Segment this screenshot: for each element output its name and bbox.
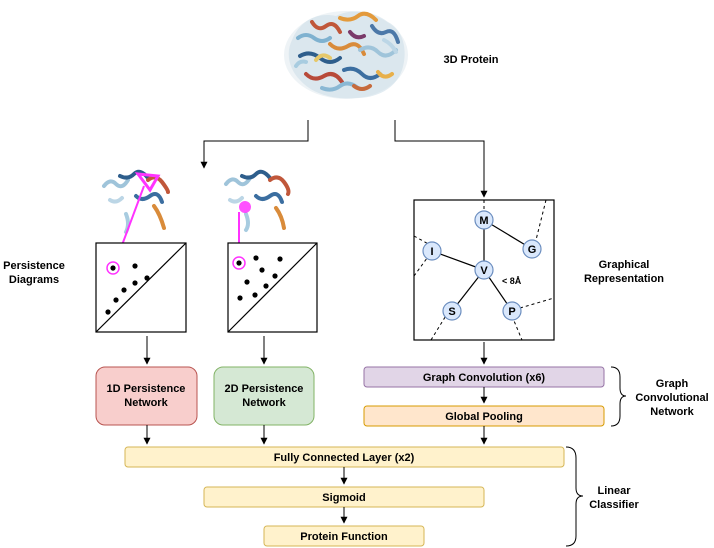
gcn-label-line3: Network	[650, 406, 694, 418]
graph-representation: M I G V S P < 8Å	[413, 199, 555, 341]
pers2d-label-line1: 2D Persistence	[225, 383, 304, 395]
svg-text:Global Pooling: Global Pooling	[445, 411, 523, 423]
svg-text:I: I	[430, 246, 433, 258]
graph-node-g: G	[522, 239, 542, 259]
pers1d-label-line1: 1D Persistence	[107, 383, 186, 395]
persistence-diagrams-label-line1: Persistence	[3, 260, 65, 272]
sigmoid-box: Sigmoid	[203, 486, 485, 508]
svg-text:Graph Convolution (x6): Graph Convolution (x6)	[423, 372, 546, 384]
protein-thumbnail-1d	[102, 169, 170, 234]
pers2d-label-line2: Network	[242, 397, 286, 409]
graphical-rep-label-line2: Representation	[584, 273, 664, 285]
graphical-rep-label-line1: Graphical	[599, 259, 650, 271]
persistence-diagrams-label-line2: Diagrams	[9, 274, 59, 286]
svg-text:V: V	[480, 265, 488, 277]
persistence-diagram-2d	[227, 242, 318, 333]
svg-text:P: P	[508, 306, 515, 318]
graph-node-m: M	[474, 210, 494, 230]
svg-text:Fully Connected Layer (x2): Fully Connected Layer (x2)	[274, 452, 415, 464]
global-pooling-box: Global Pooling	[363, 405, 605, 427]
svg-text:S: S	[448, 306, 455, 318]
svg-text:M: M	[479, 215, 488, 227]
protein-function-box: Protein Function	[263, 525, 425, 547]
linear-brace	[565, 446, 584, 547]
persistence-diagram-1d	[95, 242, 187, 333]
arrow-protein-to-graph	[394, 120, 488, 198]
protein-structure-image	[284, 11, 408, 99]
linear-label-line2: Classifier	[589, 499, 639, 511]
linear-label-line1: Linear	[597, 485, 631, 497]
pers1d-label-line2: Network	[124, 397, 168, 409]
pers1d-network-box: 1D Persistence Network	[95, 366, 198, 426]
graph-node-v: V	[474, 260, 494, 280]
protein-thumbnail-2d	[224, 169, 291, 232]
graph-node-s: S	[442, 301, 462, 321]
gcn-label-line2: Convolutional	[635, 392, 708, 404]
edge-distance-label: < 8Å	[502, 276, 522, 286]
svg-text:Sigmoid: Sigmoid	[322, 492, 365, 504]
svg-text:Protein Function: Protein Function	[300, 531, 388, 543]
graph-conv-box: Graph Convolution (x6)	[363, 366, 605, 388]
protein-label: 3D Protein	[443, 54, 498, 66]
arrow-protein-to-persistence	[200, 120, 309, 169]
pers2d-network-box: 2D Persistence Network	[213, 366, 315, 426]
graph-node-p: P	[502, 301, 522, 321]
svg-text:G: G	[528, 244, 537, 256]
fc-layer-box: Fully Connected Layer (x2)	[124, 446, 565, 468]
gcn-label-line1: Graph	[656, 378, 689, 390]
graph-node-i: I	[422, 241, 442, 261]
gcn-brace	[610, 366, 627, 427]
